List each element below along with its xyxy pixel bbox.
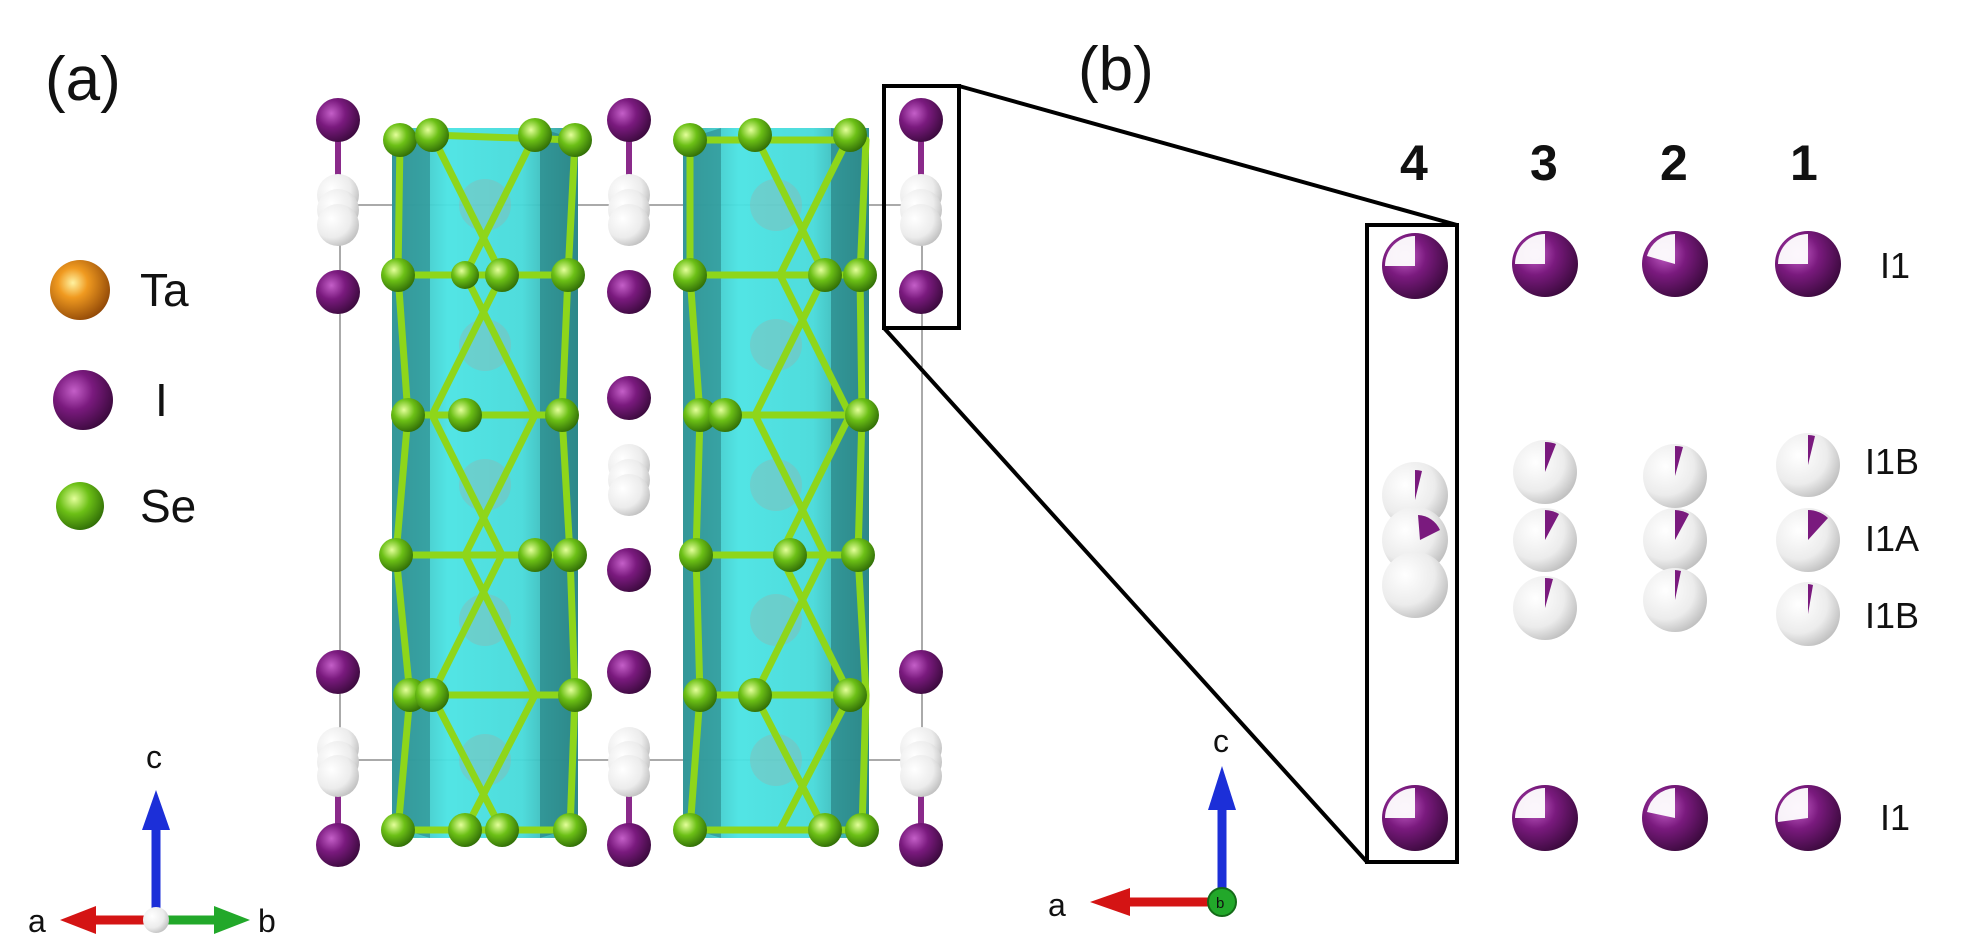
panel-a-label: (a) <box>45 45 121 114</box>
legend: Ta I Se <box>50 260 196 532</box>
legend-label-ta: Ta <box>140 264 189 316</box>
axes-triad-panel-a: c a b <box>28 739 276 939</box>
row-label-i1b-bottom: I1B <box>1865 595 1919 636</box>
column-headers: 4 3 2 1 <box>1400 135 1818 191</box>
column-2-sites <box>1642 231 1708 851</box>
column-4-sites <box>1382 233 1448 851</box>
tase4-chain-1 <box>379 118 592 847</box>
axis-label-b-b: b <box>1216 895 1224 912</box>
iodine-site-grid <box>1382 231 1841 851</box>
row-label-i1-top: I1 <box>1880 245 1910 286</box>
legend-label-i: I <box>155 374 168 426</box>
axis-label-a-b: a <box>1048 887 1066 923</box>
row-label-i1-bottom: I1 <box>1880 797 1910 838</box>
ta-atom-icon <box>50 260 110 320</box>
b-axis-into-page-icon <box>1207 887 1237 917</box>
column-3-sites <box>1512 231 1578 851</box>
axis-label-c-b: c <box>1213 723 1229 759</box>
column-header-2: 2 <box>1660 135 1688 191</box>
axis-label-a-a: a <box>28 903 46 939</box>
row-label-i1b-top: I1B <box>1865 441 1919 482</box>
axes-triad-panel-b: c a b <box>1048 723 1237 923</box>
i-atom-icon <box>53 370 113 430</box>
highlight-box-column-4 <box>1365 223 1459 864</box>
se-atom-icon <box>56 482 104 530</box>
row-labels: I1 I1B I1A I1B I1 <box>1865 245 1919 838</box>
axis-label-c-a: c <box>146 739 162 775</box>
panel-b-label: (b) <box>1078 35 1154 104</box>
iodine-chains-panel-a <box>316 98 943 867</box>
zoom-indicator <box>882 84 1458 864</box>
row-label-i1a: I1A <box>1865 518 1919 559</box>
column-1-sites <box>1775 231 1841 851</box>
axis-label-b-a: b <box>258 903 276 939</box>
column-header-1: 1 <box>1790 135 1818 191</box>
legend-label-se: Se <box>140 480 196 532</box>
column-header-4: 4 <box>1400 135 1428 191</box>
column-header-3: 3 <box>1530 135 1558 191</box>
tase4-chain-2 <box>673 118 879 847</box>
